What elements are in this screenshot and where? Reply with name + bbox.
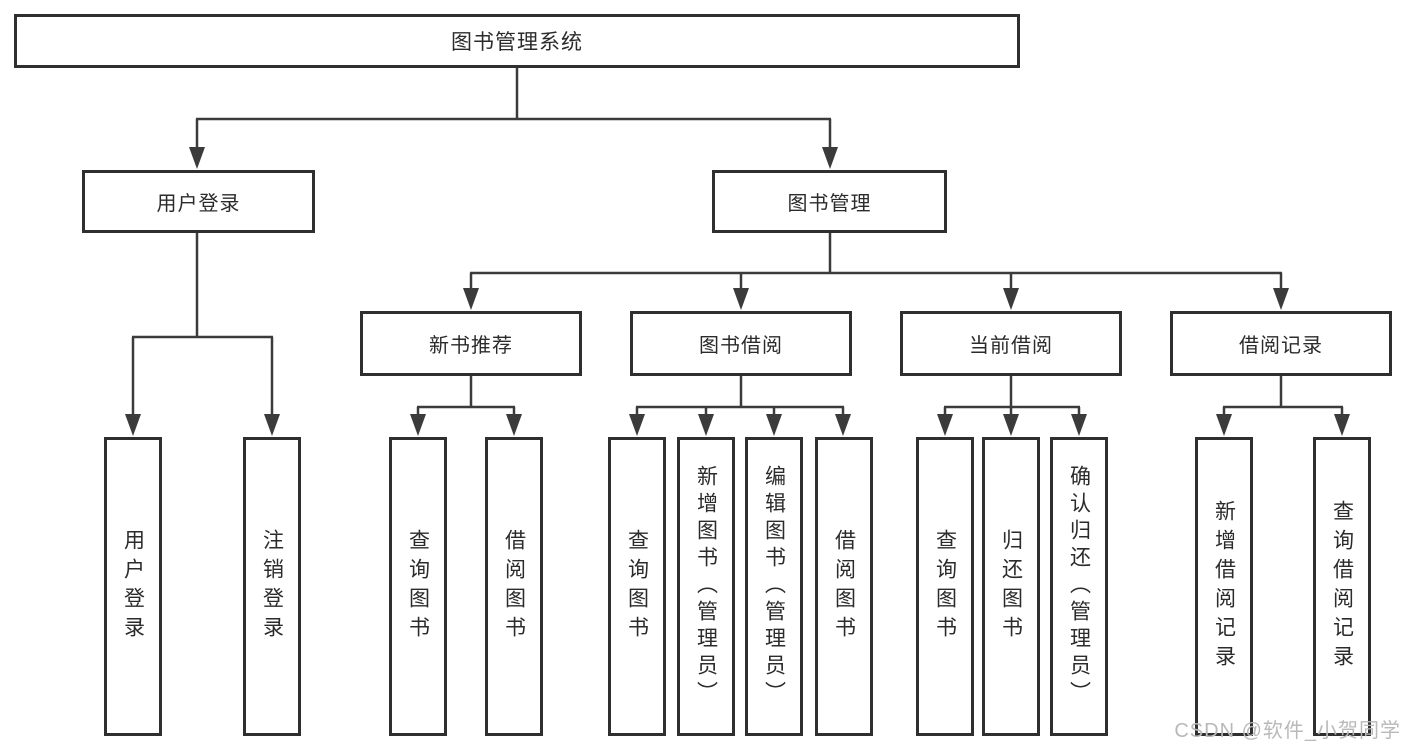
leaf-query-books-1: 查询图书 bbox=[389, 437, 447, 736]
node-root-library-system: 图书管理系统 bbox=[14, 14, 1020, 68]
leaf-query-borrow-record: 查询借阅记录 bbox=[1313, 437, 1371, 736]
node-label: 注销登录 bbox=[260, 528, 284, 645]
node-label: 查询图书 bbox=[933, 528, 957, 645]
leaf-query-books-2: 查询图书 bbox=[608, 437, 666, 736]
node-label: 图书借阅 bbox=[699, 335, 783, 357]
node-label: 当前借阅 bbox=[969, 335, 1053, 357]
node-borrow-records: 借阅记录 bbox=[1170, 311, 1392, 376]
node-label: 编辑图书（管理员） bbox=[762, 465, 786, 708]
leaf-logout: 注销登录 bbox=[243, 437, 301, 736]
node-label: 用户登录 bbox=[156, 193, 241, 215]
node-user-login: 用户登录 bbox=[82, 170, 315, 233]
node-label: 借阅记录 bbox=[1239, 335, 1323, 357]
node-new-book-recommend: 新书推荐 bbox=[360, 311, 582, 376]
node-label: 新增借阅记录 bbox=[1212, 499, 1236, 674]
leaf-return-books: 归还图书 bbox=[982, 437, 1040, 736]
node-label: 归还图书 bbox=[999, 528, 1023, 645]
node-current-borrow: 当前借阅 bbox=[900, 311, 1122, 376]
node-label: 图书管理 bbox=[787, 193, 872, 215]
node-label: 图书管理系统 bbox=[451, 31, 583, 54]
leaf-borrow-books-1: 借阅图书 bbox=[485, 437, 543, 736]
node-label: 新增图书（管理员） bbox=[694, 465, 718, 708]
leaf-query-books-3: 查询图书 bbox=[916, 437, 974, 736]
leaf-confirm-return-admin: 确认归还（管理员） bbox=[1050, 437, 1108, 736]
node-book-borrow: 图书借阅 bbox=[630, 311, 852, 376]
leaf-edit-books-admin: 编辑图书（管理员） bbox=[745, 437, 803, 736]
leaf-user-login: 用户登录 bbox=[104, 437, 162, 736]
node-label: 用户登录 bbox=[121, 528, 145, 645]
node-label: 查询图书 bbox=[625, 528, 649, 645]
node-label: 借阅图书 bbox=[832, 528, 856, 645]
node-book-management: 图书管理 bbox=[712, 170, 947, 233]
node-label: 确认归还（管理员） bbox=[1067, 465, 1091, 708]
node-label: 查询借阅记录 bbox=[1330, 499, 1354, 674]
node-label: 查询图书 bbox=[406, 528, 430, 645]
node-label: 新书推荐 bbox=[429, 335, 513, 357]
csdn-watermark: CSDN @软件_小贺同学 bbox=[1174, 720, 1401, 742]
node-label: 借阅图书 bbox=[502, 528, 526, 645]
leaf-borrow-books-2: 借阅图书 bbox=[815, 437, 873, 736]
leaf-add-books-admin: 新增图书（管理员） bbox=[677, 437, 735, 736]
leaf-add-borrow-record: 新增借阅记录 bbox=[1195, 437, 1253, 736]
